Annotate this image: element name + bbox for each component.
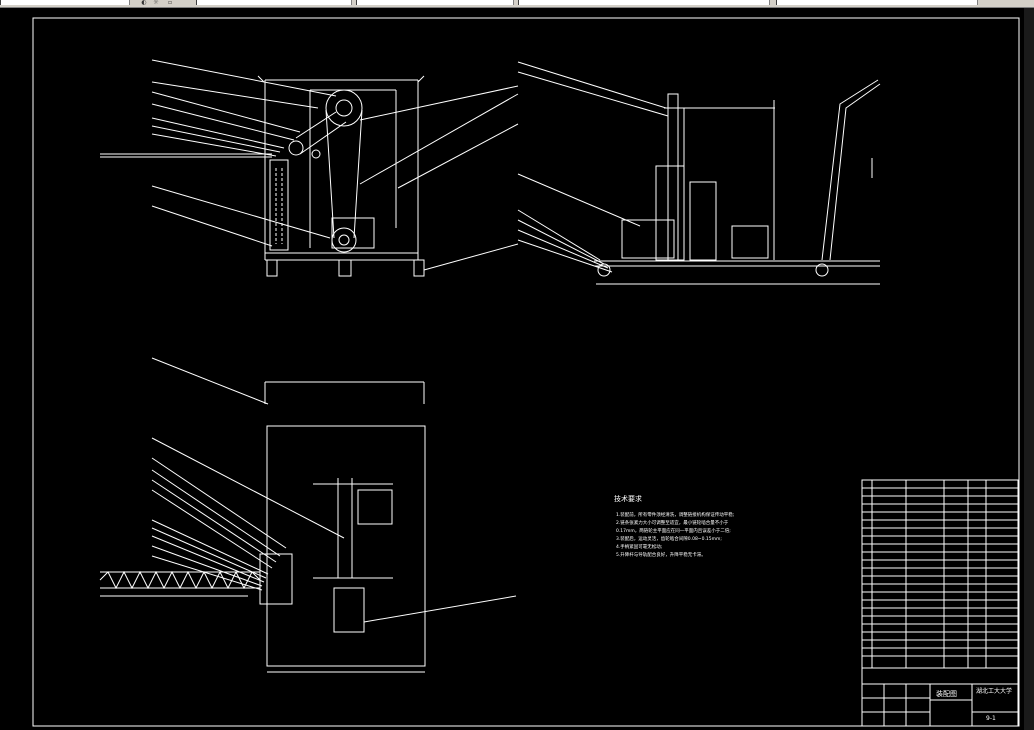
notes-line: 0.17mm，两链轮主平面应在同一平面内且误差小于二倍;	[616, 527, 731, 534]
lock-icon[interactable]: ▫	[167, 0, 173, 6]
drawing-canvas[interactable]: 技术要求 1.装配前，所有零件须经清洗，调整链接机构保证传动平稳; 2.链条张紧…	[0, 8, 1034, 730]
linetype-dropdown[interactable]	[356, 0, 514, 5]
notes-line: 5.升降杆与导轨配合良好，升降平稳无卡滞。	[616, 551, 706, 558]
bill-of-materials	[861, 479, 1019, 727]
front-view	[100, 59, 519, 277]
technical-notes: 技术要求 1.装配前，所有零件须经清洗，调整链接机构保证传动平稳; 2.链条张紧…	[614, 494, 734, 558]
notes-line: 4.手柄紧固可靠无松动;	[616, 543, 662, 550]
notes-line: 1.装配前，所有零件须经清洗，调整链接机构保证传动平稳;	[616, 511, 734, 518]
school-name: 湖北工大大学	[976, 687, 1012, 695]
layer-icon[interactable]: ◐	[141, 0, 147, 6]
cad-toolbar: ◐ ☼ ▫	[0, 0, 1034, 8]
top-view	[99, 357, 517, 673]
layer-dropdown[interactable]	[196, 0, 352, 5]
side-view	[517, 61, 881, 285]
drawing-border	[32, 17, 1020, 727]
toolbar-field-left[interactable]	[0, 0, 130, 5]
drawing-name: 装配图	[936, 689, 957, 698]
sun-icon[interactable]: ☼	[153, 0, 159, 6]
notes-line: 3.装配后，运动灵活，齿轮啮合间隙0.08~0.15mm;	[616, 535, 722, 542]
sheet-number: 9-1	[986, 715, 996, 722]
notes-line: 2.链条张紧力大小可调整至适宜，最小链轮啮合量不小于	[616, 519, 729, 526]
lineweight-dropdown[interactable]	[518, 0, 770, 5]
notes-title: 技术要求	[614, 494, 642, 503]
plotstyle-dropdown[interactable]	[776, 0, 978, 5]
window-right-edge	[1024, 8, 1034, 730]
